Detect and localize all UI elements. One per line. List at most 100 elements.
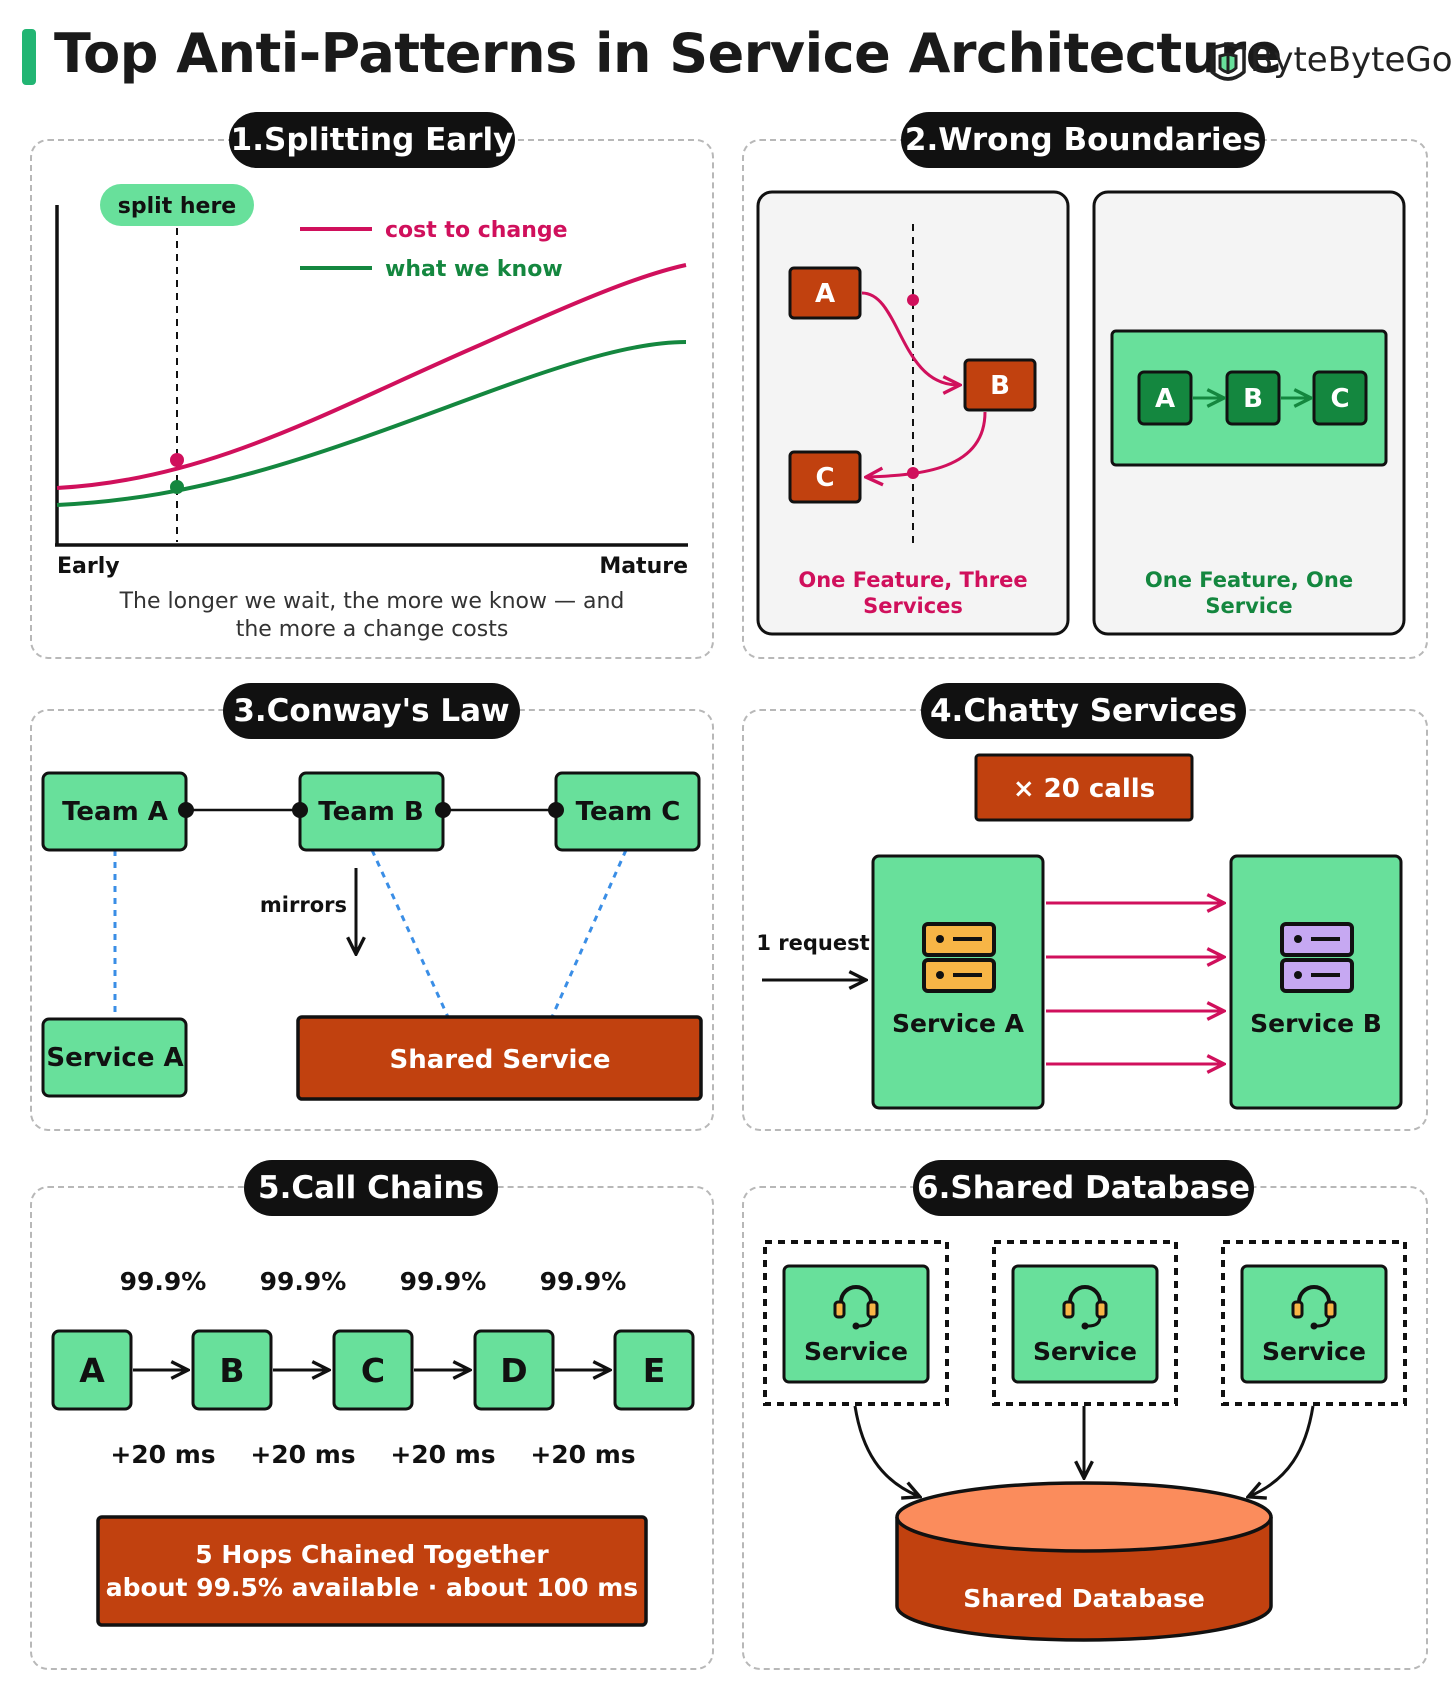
- good-node-a: [1137, 370, 1193, 426]
- title-chatty-services: 4.Chatty Services: [921, 683, 1246, 739]
- caption-line-2: the more a change costs: [236, 617, 509, 642]
- chain-summary-line-2: about 99.5% available · about 100 ms: [106, 1573, 638, 1602]
- title-call-chains: 5.Call Chains: [244, 1160, 498, 1216]
- title-wrong-boundaries: 2.Wrong Boundaries: [901, 112, 1265, 168]
- latency-label: +20 ms: [390, 1440, 495, 1469]
- x-axis-start-label: Early: [57, 554, 120, 579]
- service-boundary-2: [992, 1240, 1178, 1406]
- server-icon-orange: [922, 922, 996, 993]
- dotted-link-team-c: [550, 849, 628, 1018]
- cost-to-change-curve: [56, 263, 687, 490]
- availability-label: 99.9%: [540, 1267, 627, 1296]
- db-service-label-1: Service: [804, 1337, 908, 1366]
- what-we-know-curve: [56, 340, 687, 507]
- request-label: 1 request: [756, 931, 869, 955]
- chain-node-e: [613, 1329, 695, 1411]
- splitting-early-chart: split here cost to change what we know E…: [55, 184, 688, 642]
- connector-dot: [292, 802, 308, 818]
- dotted-link-team-b: [370, 849, 450, 1018]
- boundary-cross-dot-1: [907, 294, 919, 306]
- chain-node-b: [191, 1329, 273, 1411]
- latency-label: +20 ms: [110, 1440, 215, 1469]
- bad-caption-line-2: Services: [863, 594, 963, 618]
- chain-node-d: [473, 1329, 555, 1411]
- headset-icon: [1062, 1285, 1108, 1330]
- shared-service-box: [296, 1015, 703, 1101]
- x-axis-end-label: Mature: [599, 554, 688, 579]
- db-service-label-2: Service: [1033, 1337, 1137, 1366]
- good-node-b-label: B: [1243, 384, 1263, 414]
- connector-dot: [435, 802, 451, 818]
- bad-node-c: [788, 450, 862, 504]
- legend-know-label: what we know: [385, 257, 563, 282]
- shared-database-diagram: Service Service Service Shared Database: [763, 1240, 1407, 1642]
- shared-database-cylinder: [895, 1481, 1273, 1642]
- chain-node-a: [51, 1329, 133, 1411]
- connector-dot: [178, 802, 194, 818]
- boundary-cross-dot-2: [907, 467, 919, 479]
- latency-label: +20 ms: [530, 1440, 635, 1469]
- headset-icon: [1291, 1285, 1337, 1330]
- legend-cost-label: cost to change: [385, 218, 568, 243]
- bytebytego-logo-icon: [1210, 42, 1246, 81]
- page-title: Top Anti-Patterns in Service Architectur…: [54, 22, 1282, 85]
- team-a-label: Team A: [62, 797, 168, 827]
- chain-node-d-label: D: [500, 1351, 527, 1390]
- team-c-label: Team C: [576, 797, 681, 827]
- team-b-label: Team B: [318, 797, 423, 827]
- mirrors-label: mirrors: [260, 893, 347, 917]
- title-splitting-early: 1.Splitting Early: [229, 112, 515, 168]
- bad-node-c-label: C: [815, 463, 834, 493]
- good-node-a-label: A: [1155, 384, 1175, 414]
- chain-node-c-label: C: [361, 1351, 385, 1390]
- caption-line-1: The longer we wait, the more we know — a…: [119, 589, 625, 614]
- chain-summary-box: [96, 1515, 648, 1627]
- call-chains-diagram: 99.9% 99.9% 99.9% 99.9% A B C D E +20 ms…: [51, 1267, 695, 1627]
- conways-law-diagram: Team A Team B Team C mirrors Service A S…: [41, 771, 703, 1101]
- calls-badge-label: × 20 calls: [1013, 774, 1155, 804]
- availability-label: 99.9%: [260, 1267, 347, 1296]
- chain-node-c: [332, 1329, 414, 1411]
- service-a-label: Service A: [46, 1043, 183, 1073]
- good-node-c-label: C: [1330, 384, 1349, 414]
- service-a-box: [41, 1017, 188, 1098]
- title-shared-database: 6.Shared Database: [913, 1160, 1254, 1216]
- headset-icon: [833, 1285, 879, 1330]
- split-here-badge: [100, 184, 254, 226]
- bad-node-b-label: B: [990, 371, 1010, 401]
- db-service-label-3: Service: [1262, 1337, 1366, 1366]
- good-node-b: [1225, 370, 1281, 426]
- chatty-services-diagram: × 20 calls 1 request Service A Service B: [756, 753, 1403, 1110]
- bad-caption-line-1: One Feature, Three: [798, 568, 1027, 592]
- brand-name: ByteByteGo: [1250, 40, 1453, 80]
- bad-node-b: [963, 358, 1037, 412]
- bad-node-a: [788, 266, 862, 320]
- title-accent-bar: [22, 29, 36, 85]
- service-boundary-1: [763, 1240, 949, 1406]
- split-here-label: split here: [118, 194, 236, 219]
- availability-label: 99.9%: [400, 1267, 487, 1296]
- server-icon-purple: [1280, 922, 1354, 993]
- service-a-label: Service A: [892, 1009, 1025, 1038]
- arrow-a-to-b: [861, 291, 958, 385]
- chain-node-b-label: B: [219, 1351, 244, 1390]
- shared-database-label: Shared Database: [963, 1584, 1205, 1613]
- service-boundary-3: [1221, 1240, 1407, 1406]
- chain-node-e-label: E: [643, 1351, 666, 1390]
- calls-badge: [974, 753, 1194, 822]
- title-conways-law: 3.Conway's Law: [223, 683, 520, 739]
- chain-node-a-label: A: [79, 1351, 105, 1390]
- service-b-label: Service B: [1250, 1009, 1382, 1038]
- know-dot: [170, 480, 184, 494]
- latency-label: +20 ms: [250, 1440, 355, 1469]
- good-caption-line-1: One Feature, One: [1145, 568, 1353, 592]
- cost-dot: [170, 453, 184, 467]
- good-caption-line-2: Service: [1205, 594, 1292, 618]
- db-arrow-right: [1250, 1405, 1315, 1496]
- bad-node-a-label: A: [815, 279, 835, 309]
- chain-summary-line-1: 5 Hops Chained Together: [195, 1540, 549, 1569]
- arrow-b-to-c: [868, 411, 987, 477]
- connector-dot: [548, 802, 564, 818]
- availability-label: 99.9%: [120, 1267, 207, 1296]
- good-node-c: [1312, 370, 1368, 426]
